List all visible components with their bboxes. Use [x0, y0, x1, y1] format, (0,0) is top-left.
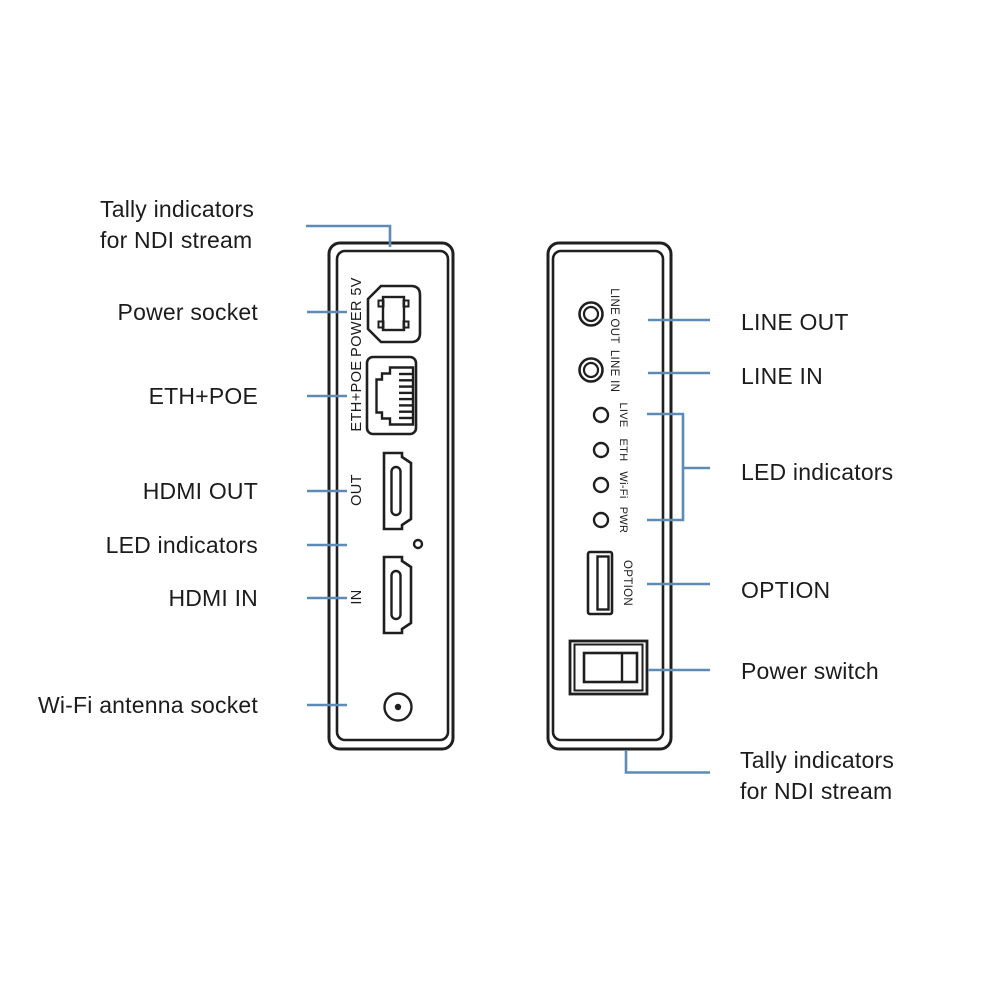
port-label-line-out: LINE OUT [608, 288, 620, 344]
port-label-option: OPTION [621, 560, 633, 606]
callout-tally-left: Tally indicators for NDI stream [100, 194, 254, 256]
port-label-eth: ETH [617, 438, 629, 462]
left-device-panel [327, 241, 455, 751]
callout-eth-poe: ETH+POE [148, 383, 258, 409]
callout-tally-right-line1: Tally indicators [740, 747, 895, 773]
port-label-line-in: LINE IN [608, 349, 620, 393]
port-label-out: OUT [349, 474, 365, 506]
port-label-live: LIVE [617, 402, 629, 428]
callout-wifi-antenna: Wi-Fi antenna socket [37, 692, 258, 718]
leader-tally-right [624, 750, 710, 774]
wifi-antenna-socket-icon [383, 692, 413, 722]
left-led-indicator-icon [412, 538, 424, 550]
callout-hdmi-out: HDMI OUT [142, 478, 258, 504]
callout-hdmi-in: HDMI IN [168, 585, 258, 611]
callout-led-indicators-left: LED indicators [105, 532, 258, 558]
power-switch-icon [568, 639, 649, 696]
port-label-pwr: PWR [617, 506, 629, 534]
port-label-power-5v: POWER 5V [349, 277, 365, 357]
right-device-chassis-outline [546, 241, 673, 751]
callout-tally-right: Tally indicators for NDI stream [740, 745, 894, 807]
rj45-pins [399, 372, 413, 420]
callout-tally-left-line1: Tally indicators [100, 196, 255, 222]
callout-tally-right-line2: for NDI stream [740, 778, 893, 804]
line-in-jack-icon [578, 357, 604, 383]
usb-b-power-port-icon [366, 284, 422, 344]
hdmi-in-port-icon [382, 555, 413, 635]
line-out-jack-icon [578, 301, 604, 327]
right-device-panel [546, 241, 673, 751]
led-wifi-icon [592, 476, 610, 494]
callout-line-in: LINE IN [741, 363, 823, 389]
callout-tally-left-line2: for NDI stream [100, 227, 253, 253]
port-label-eth-poe: ETH+POE [349, 360, 365, 432]
callout-line-out: LINE OUT [741, 309, 849, 335]
led-eth-icon [592, 441, 610, 459]
callout-power-switch: Power switch [741, 658, 879, 684]
leader-tally-left [306, 224, 392, 247]
port-label-in: IN [349, 589, 365, 605]
callout-leader-lines [306, 224, 710, 774]
hdmi-out-port-icon [382, 451, 413, 531]
callout-option: OPTION [741, 577, 831, 603]
usb-a-option-port-icon [586, 550, 614, 616]
callout-led-indicators-right: LED indicators [741, 459, 894, 485]
right-device-faceplate [551, 249, 665, 742]
port-label-wifi: Wi-Fi [617, 471, 629, 499]
callout-power-socket: Power socket [117, 299, 258, 325]
rj45-eth-poe-port-icon [365, 355, 418, 436]
led-live-icon [592, 406, 610, 424]
left-device-faceplate [335, 249, 450, 742]
leader-led-bracket [647, 412, 685, 522]
led-indicator-icons [592, 406, 610, 529]
led-pwr-icon [592, 511, 610, 529]
